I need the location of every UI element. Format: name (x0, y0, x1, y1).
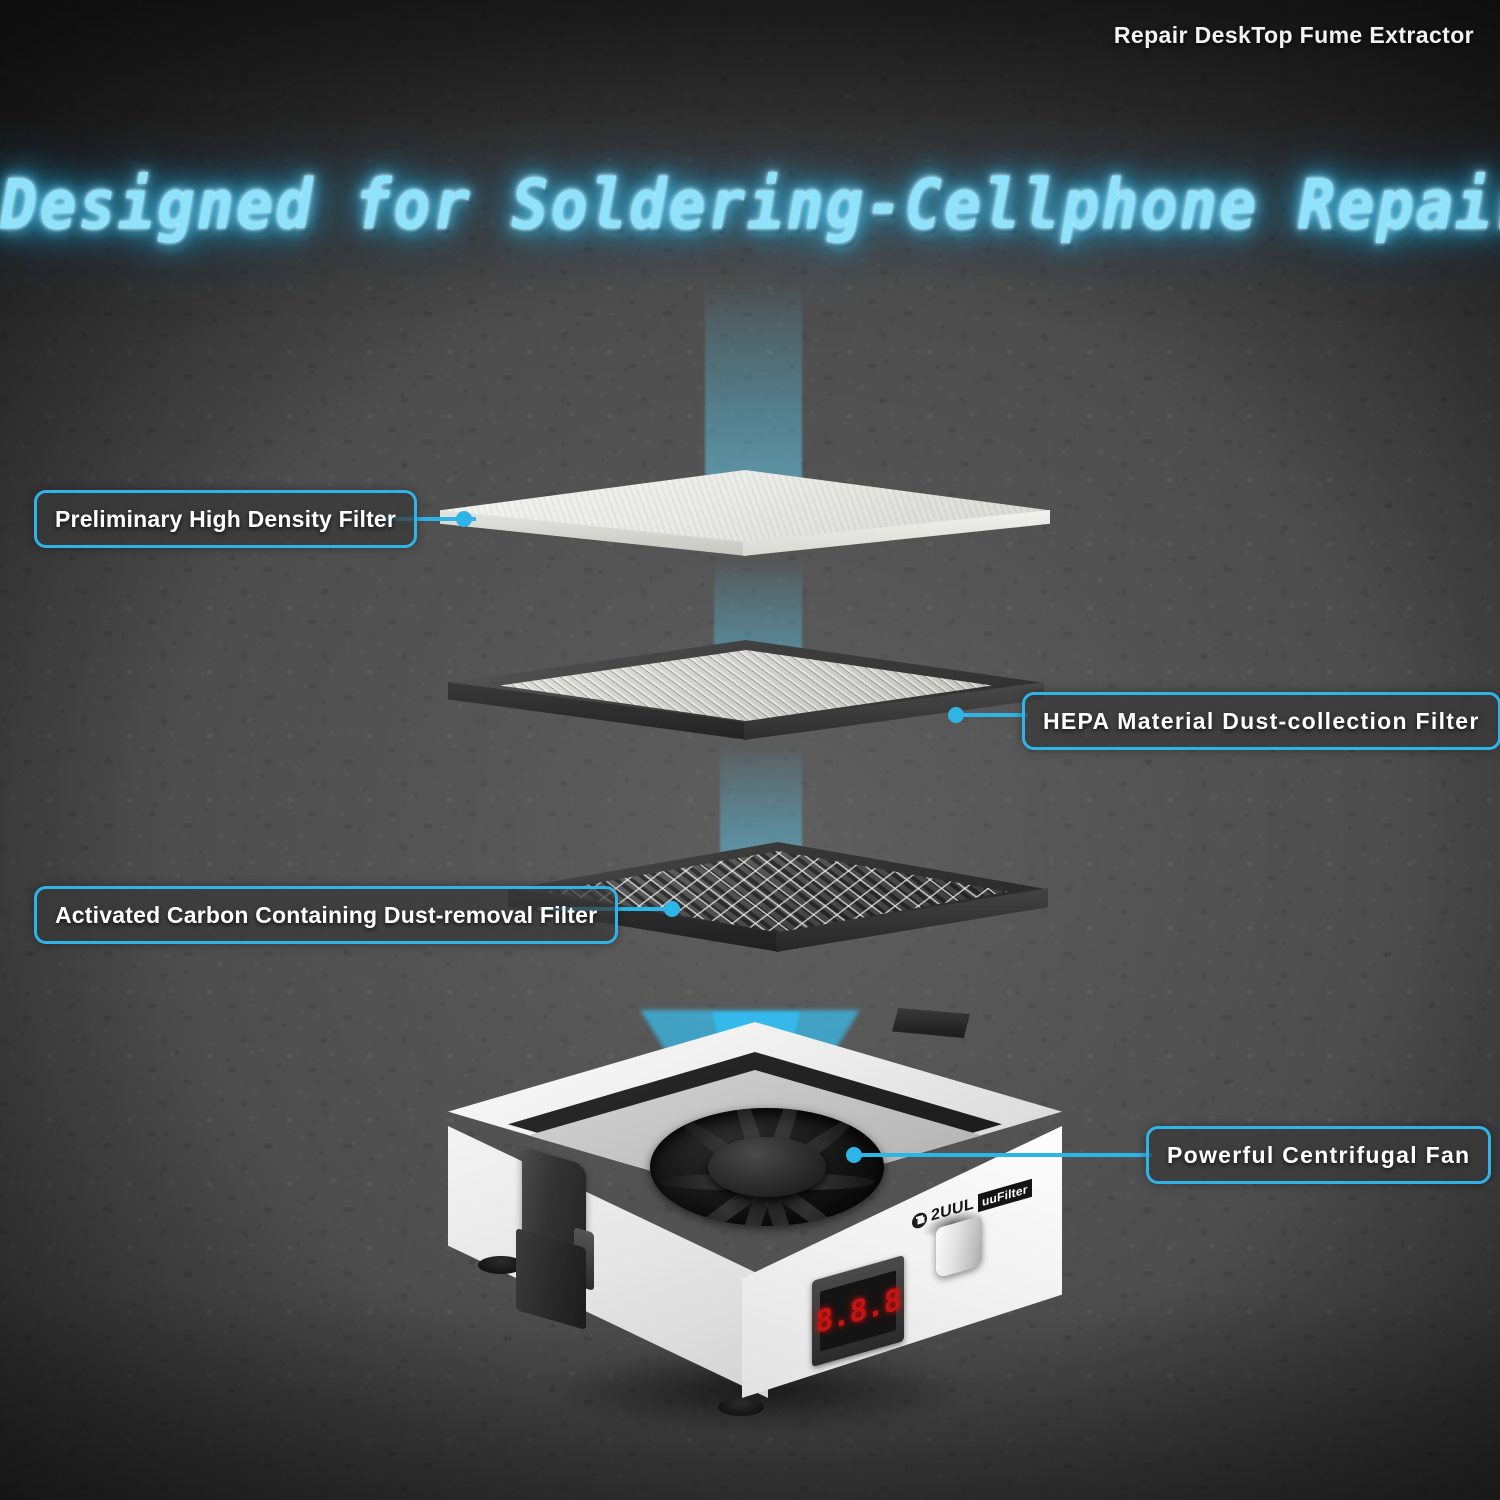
preliminary-filter-layer (440, 470, 1050, 590)
fume-extractor-device: 2UUL uuFilter 8.8.8 (440, 1000, 1080, 1460)
callout-anchor-dot (846, 1147, 862, 1163)
callout-preliminary-filter[interactable]: Preliminary High Density Filter (34, 490, 418, 548)
device-foot (478, 1256, 524, 1274)
product-kicker: Repair DeskTop Fume Extractor (1113, 22, 1474, 48)
callout-leader-line (378, 517, 476, 521)
centrifugal-fan (650, 1108, 884, 1226)
device-foot (718, 1398, 764, 1416)
device-rear-handle (892, 1008, 970, 1038)
hepa-filter-layer (448, 640, 1044, 800)
fan-hub (708, 1137, 826, 1197)
callout-centrifugal-fan[interactable]: Powerful Centrifugal Fan (1146, 1126, 1492, 1184)
page-title: Designed for Soldering-Cellphone Repair (0, 163, 1500, 246)
callout-anchor-dot (664, 901, 680, 917)
carbon-filter-layer (508, 842, 1048, 1022)
callout-leader-line (858, 1153, 1152, 1157)
callout-hepa-filter[interactable]: HEPA Material Dust-collection Filter (1022, 692, 1500, 750)
callout-carbon-filter[interactable]: Activated Carbon Containing Dust-removal… (34, 886, 619, 944)
led-display-value: 8.8.8 (815, 1281, 901, 1341)
callout-anchor-dot (456, 511, 472, 527)
callout-anchor-dot (948, 707, 964, 723)
callout-leader-line (960, 713, 1028, 717)
led-display-screen: 8.8.8 (815, 1270, 901, 1352)
